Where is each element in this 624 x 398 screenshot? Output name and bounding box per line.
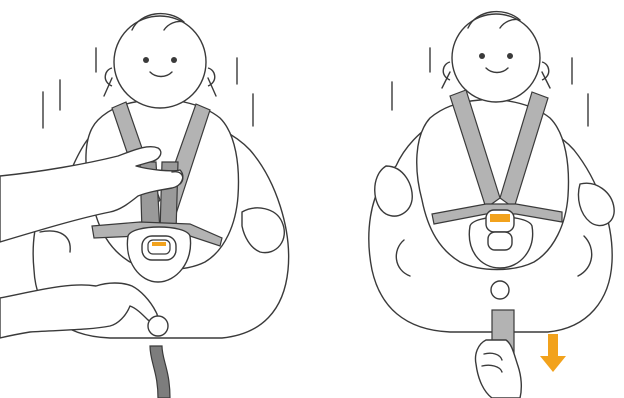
panel-1 [0, 14, 289, 398]
adjuster-strap [150, 346, 170, 398]
release-button-icon [491, 281, 509, 299]
panel-2 [369, 12, 614, 398]
baby-head [104, 14, 216, 108]
release-button-icon [148, 316, 168, 336]
baby-head [442, 12, 550, 102]
down-arrow-icon [540, 334, 566, 372]
